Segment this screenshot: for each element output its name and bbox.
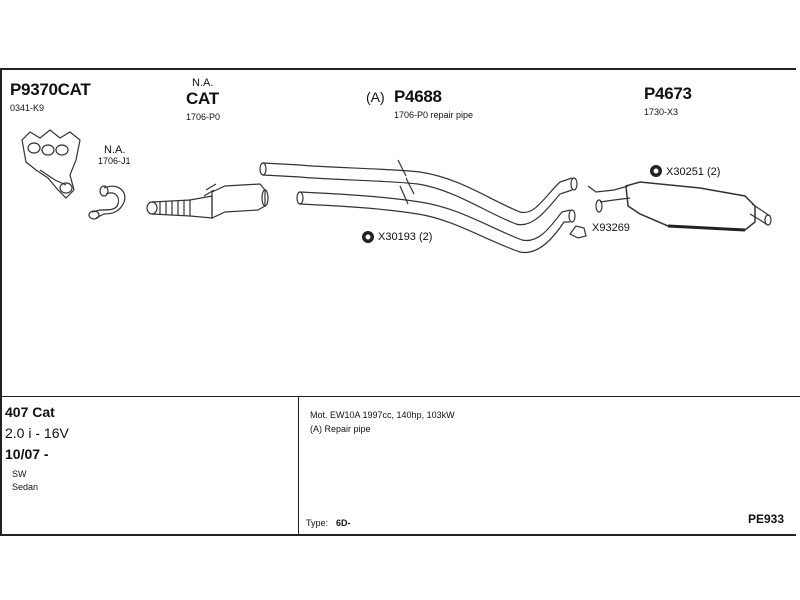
catalytic-converter-drawing <box>146 183 269 219</box>
motor-note: Mot. EW10A 1997cc, 140hp, 103kW <box>310 410 455 420</box>
exhaust-manifold-drawing <box>21 129 81 199</box>
front-pipe-drawing <box>88 185 126 220</box>
clamp-x30251-drawing <box>650 165 662 177</box>
vehicle-engine: 2.0 i - 16V <box>5 425 69 441</box>
vehicle-years: 10/07 - <box>5 446 49 462</box>
type-value: 6D- <box>336 518 351 528</box>
muffler-part-code: P4673 <box>644 84 692 103</box>
front-pipe-ref: 1706-J1 <box>98 156 131 166</box>
repair-note: (A) Repair pipe <box>310 424 371 434</box>
divider-horizontal <box>0 396 800 397</box>
front-pipe-na-label: N.A. <box>104 144 126 156</box>
diagram-frame <box>0 68 796 536</box>
muffler-part-ref: 1730-X3 <box>644 107 679 117</box>
divider-vertical <box>298 397 299 536</box>
muffler-p4673-drawing <box>587 181 772 232</box>
fitting-x30193-label: X30193 (2) <box>378 231 433 243</box>
cat-part-code: CAT <box>186 89 219 108</box>
vehicle-model: 407 Cat <box>5 404 55 420</box>
vehicle-body-sw: SW <box>12 469 27 479</box>
type-label: Type: <box>306 518 329 528</box>
manifold-part-ref: 0341-K9 <box>10 103 45 113</box>
cat-part-ref: 1706-P0 <box>186 112 221 122</box>
pipe-part-code: P4688 <box>394 87 442 106</box>
diagram-id: PE933 <box>748 512 785 526</box>
cat-na-label: N.A. <box>192 77 214 89</box>
hanger-x93269-drawing <box>569 225 587 239</box>
fitting-x93269-label: X93269 <box>592 222 630 234</box>
pipe-part-ref: 1706-P0 repair pipe <box>394 110 474 120</box>
vehicle-body-sedan: Sedan <box>12 482 39 492</box>
manifold-part-code: P9370CAT <box>10 80 91 99</box>
clamp-x30193-drawing <box>362 231 374 243</box>
pipe-prefix: (A) <box>366 89 385 105</box>
fitting-x30251-label: X30251 (2) <box>666 166 721 178</box>
pipe-p4688-drawing <box>259 159 578 253</box>
